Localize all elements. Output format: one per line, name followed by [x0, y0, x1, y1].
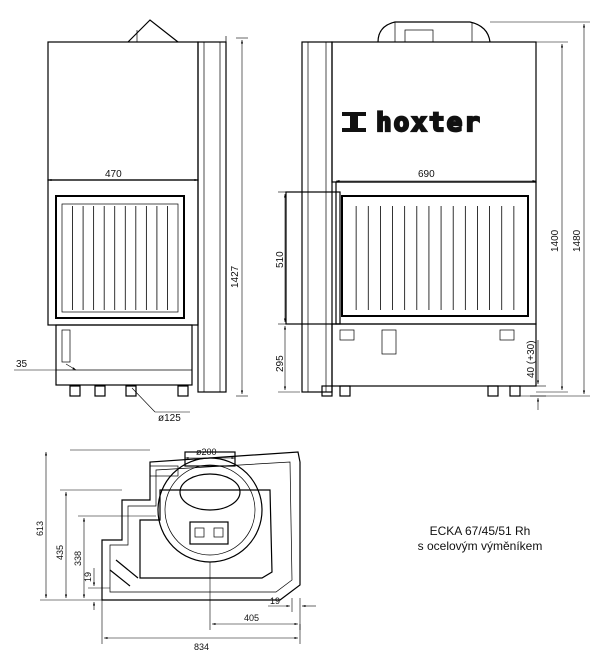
plan-view [40, 449, 316, 644]
dim-19-right: 19 [270, 596, 280, 606]
dim-1427: 1427 [230, 265, 241, 288]
dim-690: 690 [418, 169, 435, 180]
model-caption: ECKA 67/45/51 Rh s ocelovým výměníkem [365, 524, 595, 554]
dim-295: 295 [275, 355, 286, 372]
side-view-glass-slats [72, 206, 168, 310]
dim-40-30: 40 (+30) [526, 340, 537, 378]
dim-405: 405 [244, 613, 259, 623]
dim-1480: 1480 [572, 229, 583, 252]
dim-435: 435 [55, 545, 65, 560]
brand-logo-text: hoxter [376, 108, 482, 138]
dim-1400: 1400 [550, 229, 561, 252]
dim-510: 510 [275, 251, 286, 268]
caption-model: ECKA 67/45/51 Rh [429, 524, 531, 538]
caption-description: s ocelovým výměníkem [417, 539, 543, 553]
front-view [278, 21, 590, 410]
dim-35: 35 [16, 359, 28, 370]
dim-613: 613 [35, 521, 45, 536]
dim-19-left: 19 [83, 572, 93, 582]
side-view [14, 19, 248, 413]
dim-flue-200: ø200 [196, 447, 217, 457]
dim-470: 470 [105, 169, 122, 180]
hoxter-logo: hoxter [342, 107, 482, 139]
dim-338: 338 [73, 551, 83, 566]
dim-834: 834 [194, 642, 209, 652]
dim-flue-125: ø125 [158, 413, 181, 424]
front-view-glass-slats [355, 206, 515, 310]
